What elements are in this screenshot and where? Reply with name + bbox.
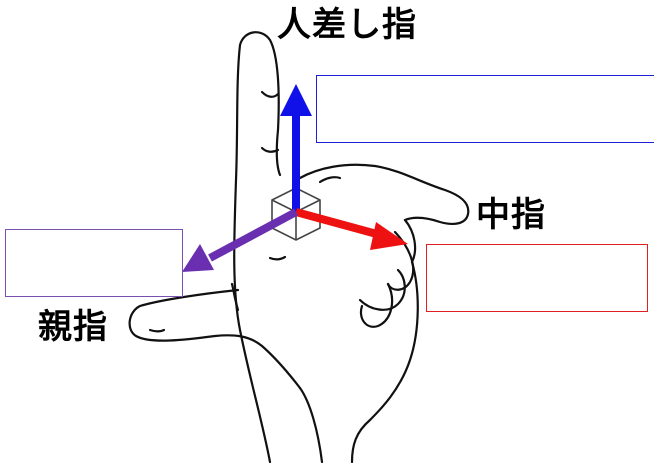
hand-outline <box>128 31 470 464</box>
index-finger-label: 人差し指 <box>277 5 417 45</box>
index-answer-box[interactable] <box>316 75 654 143</box>
middle-finger-label: 中指 <box>476 195 546 235</box>
middle-answer-box[interactable] <box>426 244 648 312</box>
middle-axis-arrow <box>294 208 408 250</box>
thumb-answer-box[interactable] <box>5 229 183 297</box>
thumb-label: 親指 <box>38 307 108 347</box>
index-axis-arrow <box>280 84 312 212</box>
thumb-axis-arrow <box>182 208 298 272</box>
